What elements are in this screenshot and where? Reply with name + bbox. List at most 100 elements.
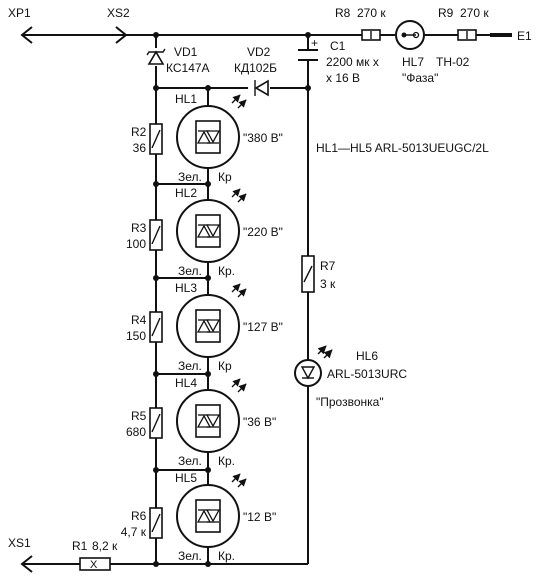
wiring [22, 33, 512, 565]
resistor-slash [151, 317, 161, 337]
led-body [176, 199, 240, 263]
junction-dots [153, 32, 311, 567]
light-arrow [237, 193, 247, 203]
resistor-r1: X R1 8,2 к [72, 539, 118, 571]
r9-ref: R9 [438, 6, 454, 20]
led-ref: HL2 [175, 186, 197, 200]
r1-mark: X [90, 559, 98, 571]
led-red-diode [205, 130, 221, 144]
hl7-caption: "Фаза" [402, 71, 438, 85]
r7-value: 3 к [320, 277, 336, 291]
light-arrow [237, 478, 247, 488]
r8-ref: R8 [335, 6, 351, 20]
led-body [176, 294, 240, 358]
connector-xp1: XP1 [8, 6, 33, 44]
led-body [176, 484, 240, 548]
hl7-part: ТН-02 [436, 55, 470, 69]
c1-ref: C1 [330, 39, 346, 53]
neon-lamp-hl7: HL7 ТН-02 "Фаза" [395, 20, 470, 85]
resistor-ref: R6 [131, 509, 147, 523]
connector-xs2: XS2 [107, 6, 130, 44]
led-red-diode [205, 509, 221, 523]
resistor-r8: R8 270 к [335, 6, 386, 41]
hl6-part: ARL-5013URC [327, 367, 407, 381]
led-ref: HL1 [175, 92, 197, 106]
led-ref: HL4 [175, 376, 197, 390]
r9-value: 270 к [460, 6, 489, 20]
resistor-slash [151, 413, 161, 433]
led-die-frame [195, 404, 221, 438]
hl6-ref: HL6 [356, 349, 378, 363]
resistor-slash [151, 513, 161, 533]
vd1-ref: VD1 [174, 45, 198, 59]
r8-value: 270 к [357, 6, 386, 20]
red-lead-label: Кр. [218, 454, 235, 468]
resistor-r7: R7 3 к [301, 255, 336, 293]
xs2-label: XS2 [107, 6, 130, 20]
diode-vd2: VD2 КД102Б [234, 45, 277, 97]
led-red-diode [205, 224, 221, 238]
led-body [176, 105, 240, 169]
r1-value: 8,2 к [92, 539, 118, 553]
resistor-ref: R3 [131, 221, 147, 235]
led-die-frame [195, 499, 221, 533]
resistor-value: 100 [126, 237, 146, 251]
led-red-diode [205, 414, 221, 428]
led-green-diode [196, 509, 212, 523]
resistor-ref: R2 [131, 125, 147, 139]
r1-ref: R1 [72, 539, 88, 553]
led-die-frame [195, 120, 221, 154]
red-lead-label: Кр [218, 359, 232, 373]
hl7-ref: HL7 [402, 55, 424, 69]
light-arrow [231, 283, 241, 293]
light-arrow [231, 94, 241, 104]
led-hl6: HL6 ARL-5013URC "Прозвонка" [294, 345, 407, 409]
e1-label: E1 [517, 29, 532, 43]
resistor-value: 36 [133, 141, 147, 155]
light-arrow [237, 288, 247, 298]
led-die-frame [195, 309, 221, 343]
red-lead-label: Кр [218, 170, 232, 184]
stage-3: R4 150 HL3 "127 В" Зел. Кр [126, 281, 283, 373]
xs1-label: XS1 [8, 536, 31, 550]
led-body [176, 389, 240, 453]
resistor-ref: R4 [131, 313, 147, 327]
electrode-e1: E1 [517, 29, 532, 43]
connector-xs1: XS1 [8, 536, 33, 573]
voltage-label: "220 В" [243, 225, 283, 239]
hl6-caption: "Прозвонка" [316, 395, 384, 409]
led-ref: HL3 [175, 281, 197, 295]
led-green-diode [196, 414, 212, 428]
zener-diode-vd1: VD1 КС147А [146, 45, 210, 75]
capacitor-c1: + C1 2200 мк х х 16 В [298, 36, 379, 85]
r7-ref: R7 [320, 259, 336, 273]
led-die-frame [195, 214, 221, 248]
green-lead-label: Зел. [178, 454, 202, 468]
voltage-label: "12 В" [243, 510, 276, 524]
red-lead-label: Кр. [218, 549, 235, 563]
vd1-part: КС147А [166, 61, 210, 75]
resistor-ref: R5 [131, 409, 147, 423]
light-arrow [231, 473, 241, 483]
led-ref: HL5 [175, 471, 197, 485]
green-lead-label: Зел. [178, 549, 202, 563]
voltage-label: "36 В" [243, 415, 276, 429]
c1-polarity: + [311, 36, 318, 50]
xp1-label: XP1 [8, 6, 31, 20]
resistor-value: 150 [126, 329, 146, 343]
led-green-diode [196, 224, 212, 238]
led-green-diode [196, 130, 212, 144]
green-lead-label: Зел. [178, 359, 202, 373]
voltage-label: "380 В" [243, 131, 283, 145]
resistor-slash [151, 129, 161, 149]
led-type-note: HL1—HL5 ARL-5013UEUGC/2L [316, 141, 489, 155]
voltage-label: "127 В" [243, 320, 283, 334]
c1-value-1: 2200 мк х [326, 55, 379, 69]
light-arrow [231, 188, 241, 198]
light-arrow [231, 378, 241, 388]
